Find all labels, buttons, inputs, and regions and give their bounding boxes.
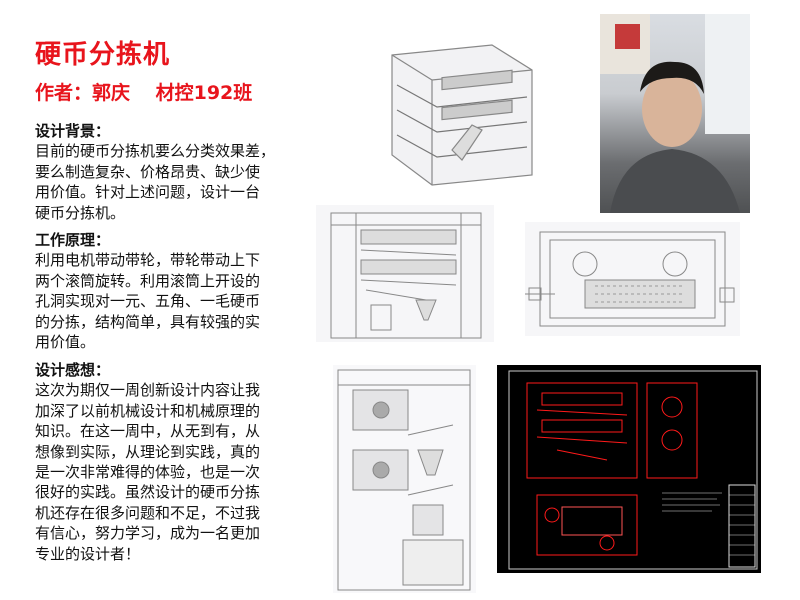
- text-line: 这次为期仅一周创新设计内容让我: [35, 381, 261, 400]
- text-line: 专业的设计者！: [35, 544, 141, 563]
- isometric-model-image: [372, 35, 547, 187]
- text-line: 用价值。: [35, 333, 96, 352]
- text-line: 用价值。针对上述问题，设计一台: [35, 183, 261, 202]
- text-line: 两个滚筒旋转。利用滚筒上开设的: [35, 271, 261, 290]
- text-line: 硬币分拣机。: [35, 203, 126, 222]
- section-heading: 设计背景：: [35, 122, 111, 140]
- poster-title: 硬币分拣机: [35, 40, 171, 70]
- section-background: 设计背景： 目前的硬币分拣机要么分类效果差， 要么制造复杂、价格昂贵、缺少使 用…: [35, 121, 320, 223]
- text-line: 利用电机带动带轮，带轮带动上下: [35, 251, 261, 270]
- text-line: 知识。在这一周中，从无到有，从: [35, 422, 261, 441]
- text-line: 加深了以前机械设计和机械原理的: [35, 401, 261, 420]
- side-view-image: [333, 365, 476, 593]
- section-reflection: 设计感想： 这次为期仅一周创新设计内容让我 加深了以前机械设计和机械原理的 知识…: [35, 360, 320, 564]
- text-line: 很好的实践。虽然设计的硬币分拣: [35, 483, 261, 502]
- author-line: 作者：郭庆 材控192班: [35, 82, 253, 104]
- top-view-image: [525, 222, 740, 336]
- text-line: 目前的硬币分拣机要么分类效果差，: [35, 142, 276, 161]
- text-line: 想像到实际，从理论到实践，真的: [35, 442, 261, 461]
- cad-drawing-image: [497, 365, 761, 573]
- text-line: 有信心，努力学习，成为一名更加: [35, 524, 261, 543]
- author-photo: [600, 14, 750, 213]
- section-heading: 设计感想：: [35, 361, 111, 379]
- front-view-image: [316, 205, 494, 342]
- text-line: 是一次非常难得的体验，也是一次: [35, 463, 261, 482]
- text-line: 机还存在很多问题和不足，不过我: [35, 503, 261, 522]
- text-line: 的分拣，结构简单，具有较强的实: [35, 312, 261, 331]
- text-line: 要么制造复杂、价格昂贵、缺少使: [35, 162, 261, 181]
- section-principle: 工作原理： 利用电机带动带轮，带轮带动上下 两个滚筒旋转。利用滚筒上开设的 孔洞…: [35, 230, 320, 352]
- text-line: 孔洞实现对一元、五角、一毛硬币: [35, 292, 261, 311]
- section-heading: 工作原理：: [35, 231, 111, 249]
